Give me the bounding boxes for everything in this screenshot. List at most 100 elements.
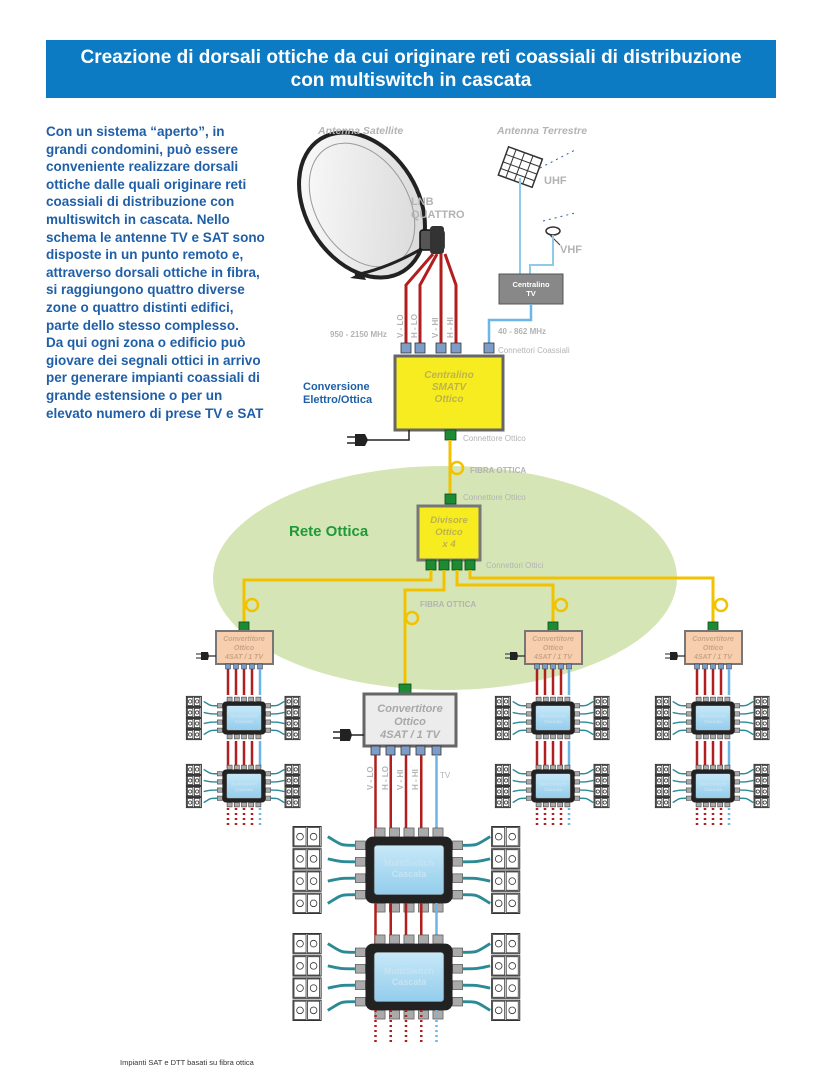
outlet-jack (762, 699, 767, 704)
coax-port (686, 703, 692, 709)
coax-port (452, 889, 463, 900)
coax-port (265, 771, 271, 777)
outlet-jack (309, 877, 318, 885)
power-plug-icon (505, 652, 525, 660)
centralino-tv-label-1: Centralino (512, 280, 550, 289)
branch-d: Convertitore Ottico 4SAT / 1 TV (665, 621, 743, 665)
coax-port (233, 802, 240, 808)
intro-line: giovare dei segnali ottici in arrivo (46, 352, 261, 368)
coax-port (686, 795, 692, 801)
outlet-jack (602, 767, 607, 772)
coax-port (557, 764, 564, 770)
coax-port (265, 719, 271, 725)
coax-drop-cable (672, 729, 687, 736)
outlet-jack (494, 855, 503, 863)
coax-drop-cable (462, 942, 491, 954)
outlet-jack (504, 721, 509, 726)
centralino-tv-label-2: TV (526, 289, 536, 298)
multiswitch-label-2: Cascata (392, 977, 428, 987)
outlet-jack (497, 767, 502, 772)
outlet-socket (193, 765, 201, 774)
outlet-socket (492, 871, 506, 891)
coax-port (452, 964, 463, 974)
coax-port (389, 934, 400, 944)
outlet-jack (602, 721, 607, 726)
outlet-jack (286, 699, 291, 704)
fibra-ottica-label: FIBRA OTTICA (470, 466, 526, 475)
outlet-socket (594, 719, 601, 728)
wall-outlet-icon (593, 785, 610, 798)
outlet-jack (602, 732, 607, 737)
intro-line: Da qui ogni zona o edificio può (46, 335, 246, 351)
outlet-jack (508, 939, 516, 948)
outlet-socket (285, 697, 292, 706)
power-plug-icon (196, 652, 216, 660)
outlet-jack (286, 710, 291, 715)
multiswitch-label-2: Cascata (392, 869, 428, 879)
coax-port (550, 696, 556, 702)
coax-port (255, 734, 262, 740)
coax-port (217, 795, 223, 801)
coax-port (526, 787, 532, 793)
coax-port (249, 663, 255, 670)
outlet-socket (656, 730, 663, 740)
coax-port (557, 802, 564, 808)
coax-port (574, 779, 580, 785)
outlet-socket (505, 849, 519, 869)
outlet-jack (755, 778, 760, 783)
multiswitch-panel (535, 773, 571, 799)
outlet-socket (761, 708, 768, 717)
outlet-jack (762, 721, 767, 726)
coax-port (695, 734, 702, 740)
pol-label: V - LO (396, 314, 405, 338)
coax-port (389, 827, 400, 837)
coax-port (542, 663, 548, 670)
outlet-jack (296, 899, 304, 908)
smatv-label-3: Ottico (435, 394, 464, 405)
coax-port (374, 1010, 386, 1020)
wall-outlet-icon (753, 774, 770, 787)
coax-port (695, 802, 702, 808)
outlet-socket (307, 893, 320, 913)
outlet-jack (755, 800, 760, 805)
coax-port (564, 764, 571, 770)
coax-port (452, 980, 463, 990)
header-title-line1: Creazione di dorsali ottiche da cui orig… (80, 47, 742, 68)
outlet-socket (292, 708, 299, 717)
outlet-socket (656, 708, 663, 717)
coax-port (217, 787, 223, 793)
outlet-socket (662, 708, 670, 717)
coax-drop-cable (327, 876, 356, 883)
outlet-socket (186, 787, 194, 796)
outlet-jack (602, 800, 607, 805)
coax-drop-cable (739, 711, 754, 715)
coax-port (403, 1010, 415, 1020)
outlet-jack (657, 710, 662, 715)
coax-port (535, 734, 542, 740)
optical-fiber-links (242, 570, 715, 684)
coax-port (248, 802, 255, 808)
coax-drop-cable (512, 779, 527, 783)
optical-connector (444, 429, 457, 441)
coax-port (526, 795, 532, 801)
outlet-socket (292, 798, 299, 808)
outlet-socket (594, 697, 601, 706)
wall-outlet-icon (494, 785, 511, 798)
outlet-socket (761, 776, 768, 785)
coax-drop-cable (672, 789, 687, 793)
wall-outlet-icon (284, 785, 301, 798)
outlet-jack (286, 732, 291, 737)
outlet-socket (495, 708, 503, 717)
outlet-jack (188, 699, 193, 704)
outlet-jack (195, 732, 200, 737)
smatv-label-1: Centralino (424, 370, 473, 381)
coax-port (233, 696, 240, 702)
outlet-jack (309, 832, 318, 841)
outlet-jack (195, 800, 200, 805)
outlet-jack (286, 721, 291, 726)
multiswitch-panel (373, 952, 445, 1002)
outlet-jack (497, 789, 502, 794)
wall-outlet-icon (185, 695, 202, 707)
outlet-socket (292, 787, 299, 796)
